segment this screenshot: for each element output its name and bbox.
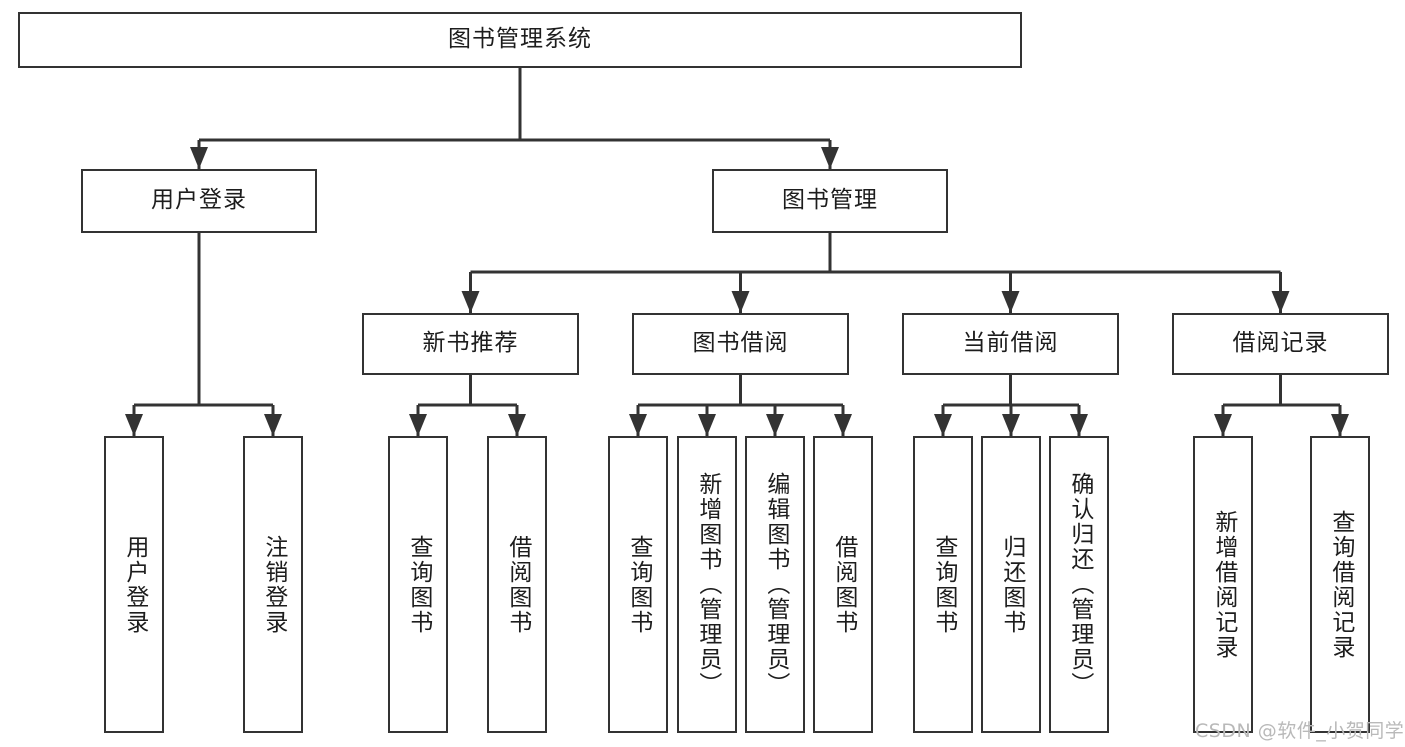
node-borrow-record[interactable]: 借阅记录	[1172, 313, 1389, 375]
node-label: 注销登录	[260, 534, 287, 635]
node-label: 查询图书	[405, 534, 432, 635]
arrow-head	[698, 414, 716, 436]
arrow-head	[125, 414, 143, 436]
node-leaf-add-record[interactable]: 新增借阅记录	[1193, 436, 1253, 733]
node-label: 用户登录	[121, 534, 148, 635]
node-leaf-confirm-return[interactable]: 确认归还（管理员）	[1049, 436, 1109, 733]
node-current-borrow[interactable]: 当前借阅	[902, 313, 1119, 375]
arrow-head	[409, 414, 427, 436]
arrow-head	[264, 414, 282, 436]
node-leaf-edit-book[interactable]: 编辑图书（管理员）	[745, 436, 805, 733]
node-leaf-borrow-book-1[interactable]: 借阅图书	[487, 436, 547, 733]
arrow-head	[1002, 414, 1020, 436]
arrow-head	[1214, 414, 1232, 436]
watermark-label: CSDN @软件_小贺同学	[1195, 720, 1405, 742]
arrow-head	[1271, 291, 1290, 313]
arrow-head	[508, 414, 526, 436]
node-user-login[interactable]: 用户登录	[81, 169, 317, 233]
node-leaf-add-book[interactable]: 新增图书（管理员）	[677, 436, 737, 733]
node-book-borrow[interactable]: 图书借阅	[632, 313, 849, 375]
node-label: 确认归还（管理员）	[1066, 472, 1093, 697]
arrow-head	[834, 414, 852, 436]
node-label: 图书借阅	[692, 330, 789, 357]
node-label: 新书推荐	[422, 330, 519, 357]
node-leaf-borrow-book-2[interactable]: 借阅图书	[813, 436, 873, 733]
node-label: 新增图书（管理员）	[694, 472, 721, 697]
node-leaf-query-record[interactable]: 查询借阅记录	[1310, 436, 1370, 733]
node-label: 当前借阅	[962, 330, 1059, 357]
arrow-head	[821, 147, 839, 169]
node-label: 图书管理系统	[448, 26, 592, 53]
node-label: 查询图书	[930, 534, 957, 635]
node-leaf-return-book[interactable]: 归还图书	[981, 436, 1041, 733]
arrow-head	[190, 147, 208, 169]
arrow-head	[629, 414, 647, 436]
arrow-head	[731, 291, 750, 313]
arrow-head	[1331, 414, 1349, 436]
node-leaf-query-book-3[interactable]: 查询图书	[913, 436, 973, 733]
arrow-head	[461, 291, 480, 313]
node-label: 编辑图书（管理员）	[762, 472, 789, 697]
node-label: 查询借阅记录	[1327, 509, 1354, 660]
node-label: 新增借阅记录	[1210, 509, 1237, 660]
node-label: 查询图书	[625, 534, 652, 635]
node-leaf-user-login[interactable]: 用户登录	[104, 436, 164, 733]
node-root[interactable]: 图书管理系统	[18, 12, 1022, 68]
arrow-head	[1070, 414, 1088, 436]
node-book-manage[interactable]: 图书管理	[712, 169, 948, 233]
arrow-head	[1001, 291, 1020, 313]
node-label: 借阅记录	[1232, 330, 1329, 357]
arrow-head	[766, 414, 784, 436]
node-leaf-query-book-2[interactable]: 查询图书	[608, 436, 668, 733]
node-label: 归还图书	[998, 534, 1025, 635]
node-label: 借阅图书	[830, 534, 857, 635]
node-label: 图书管理	[782, 187, 878, 214]
node-label: 用户登录	[151, 187, 247, 214]
node-leaf-logout-login[interactable]: 注销登录	[243, 436, 303, 733]
node-label: 借阅图书	[504, 534, 531, 635]
node-new-book-recommend[interactable]: 新书推荐	[362, 313, 579, 375]
arrow-head	[934, 414, 952, 436]
node-leaf-query-book-1[interactable]: 查询图书	[388, 436, 448, 733]
